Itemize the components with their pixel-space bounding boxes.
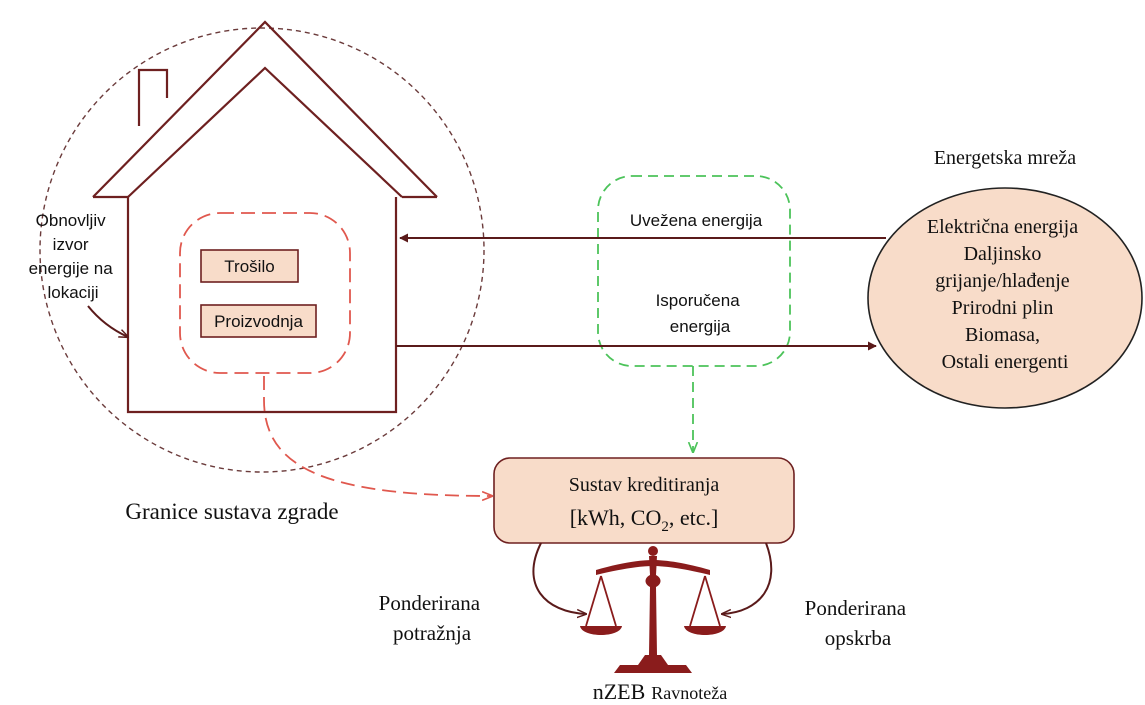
house-roof-outer: [92, 20, 438, 198]
demand-to-credit-path: [263, 376, 492, 496]
renewable-source-arrow: [87, 305, 128, 337]
consumption-label: Trošilo: [224, 257, 274, 276]
weighted-demand-arrow: [532, 542, 586, 614]
credit-system-box: [493, 457, 795, 544]
credit-system-units: [kWh, CO2, etc.]: [570, 505, 719, 535]
building-boundary-circle: [39, 27, 485, 473]
house-walls: [126, 197, 398, 414]
grid-carriers-list: Električna energija Daljinsko grijanje/h…: [927, 216, 1083, 373]
house-chimney: [137, 68, 169, 126]
production-box: [200, 304, 317, 338]
imported-energy-label: Uvežena energija: [630, 211, 763, 230]
energy-grid-ellipse: [867, 187, 1143, 409]
consumption-box: [200, 249, 299, 283]
weighted-supply-label: Ponderirana opskrba: [805, 596, 912, 650]
consumption-production-boundary: [179, 212, 351, 374]
credit-system-title: Sustav kreditiranja: [569, 474, 720, 496]
weighted-supply-arrow: [722, 542, 773, 614]
house-roof-inner: [127, 66, 403, 198]
delivered-energy-label: Isporučena energija: [656, 291, 745, 336]
building-boundary-label: Granice sustava zgrade: [125, 499, 338, 524]
balance-scale-icon: [580, 546, 726, 673]
energy-exchange-boundary: [597, 175, 791, 367]
weighted-demand-label: Ponderirana potražnja: [379, 591, 486, 645]
renewable-source-label: Obnovljiv izvor energije na lokaciji: [29, 211, 118, 302]
house: [92, 20, 438, 414]
energy-grid-title: Energetska mreža: [934, 147, 1076, 169]
production-label: Proizvodnja: [214, 312, 303, 331]
